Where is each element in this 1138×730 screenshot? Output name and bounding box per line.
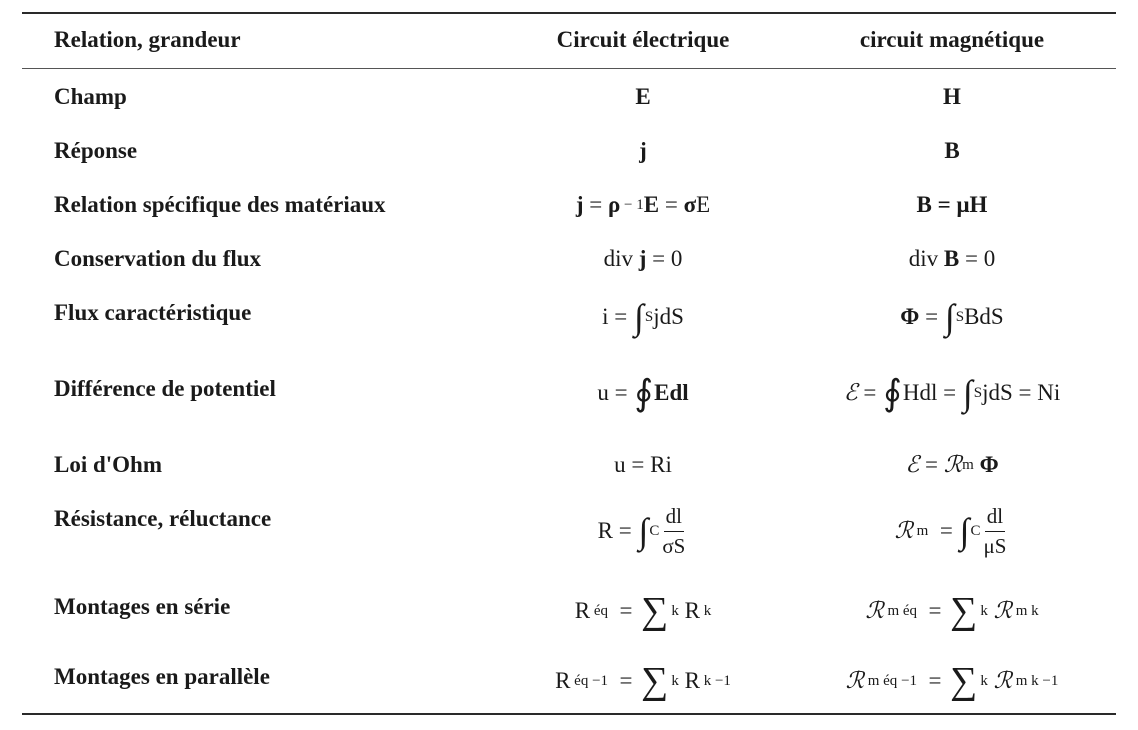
row-label: Montages en parallèle (54, 664, 270, 689)
header-electric: Circuit électrique (556, 27, 730, 52)
header-relation: Relation, grandeur (54, 27, 241, 52)
header-magnetic: circuit magnétique (859, 27, 1045, 52)
formula-magnetic: H (943, 84, 961, 109)
formula-magnetic: ℛ m éq −1 = ∑k ℛ m k −1 (845, 660, 1059, 702)
formula-magnetic: B = μH (916, 192, 988, 217)
formula-electric: E (635, 84, 651, 109)
table-top-rule (22, 12, 1116, 14)
row-label: Montages en série (54, 594, 231, 619)
table-bottom-rule (22, 713, 1116, 715)
row-label: Flux caractéristique (54, 300, 252, 325)
row-label: Différence de potentiel (54, 376, 276, 401)
row-label: Champ (54, 84, 127, 109)
formula-electric: R éq −1 = ∑k R k −1 (555, 660, 731, 702)
formula-magnetic: ℛ m éq = ∑k ℛ m k (865, 590, 1039, 632)
row-label: Loi d'Ohm (54, 452, 163, 477)
formula-electric: div j = 0 (603, 246, 683, 271)
row-label: Réponse (54, 138, 138, 163)
formula-electric: u = ∮Edl (597, 373, 689, 413)
formula-electric: j (639, 138, 647, 163)
table-header-rule (22, 68, 1116, 69)
row-label: Conservation du flux (54, 246, 262, 271)
row-label: Résistance, réluctance (54, 506, 272, 531)
formula-electric: R éq = ∑k R k (574, 590, 712, 632)
formula-magnetic: div B = 0 (908, 246, 996, 271)
row-label: Relation spécifique des matériaux (54, 192, 386, 217)
formula-magnetic: B (944, 138, 960, 163)
formula-electric: u = Ri (614, 452, 672, 477)
